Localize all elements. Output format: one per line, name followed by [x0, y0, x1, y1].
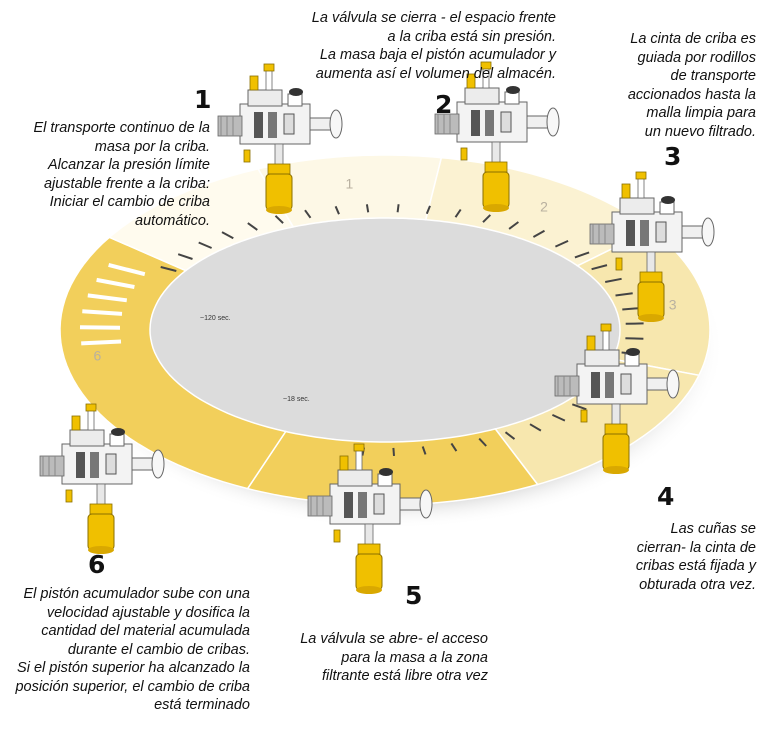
step-number-3: 3: [664, 144, 681, 169]
step-number-4: 4: [657, 484, 674, 509]
ring-number-3: 3: [669, 296, 677, 312]
timing-tick: [398, 204, 399, 212]
timing-tick: [625, 338, 643, 339]
step-number-1: 1: [194, 87, 211, 112]
step-text-1: El transporte continuo de la masa por la…: [10, 119, 210, 230]
timing-tick: [622, 308, 640, 309]
time-label-18: ~18 sec.: [283, 396, 310, 403]
timing-tick: [393, 448, 394, 456]
timing-tick: [81, 342, 121, 344]
step-number-2: 2: [435, 92, 452, 117]
step-number-5: 5: [405, 583, 422, 608]
ring-number-1: 1: [346, 176, 354, 192]
step-text-3: La cinta de criba es guiada por rodillos…: [590, 30, 756, 141]
step-text-5: La válvula se abre- el acceso para la ma…: [270, 630, 488, 686]
step-number-6: 6: [88, 552, 105, 577]
step-text-2: La válvula se cierra - el espacio frente…: [285, 9, 556, 83]
step-text-4: Las cuñas se cierran- la cinta de cribas…: [590, 520, 756, 594]
step-text-6: El pistón acumulador sube con una veloci…: [6, 585, 250, 715]
timing-tick: [82, 311, 122, 314]
timing-tick: [367, 204, 368, 212]
time-label-120: ~120 sec.: [200, 315, 231, 322]
ring-number-2: 2: [540, 198, 548, 214]
ring-number-6: 6: [94, 348, 102, 364]
